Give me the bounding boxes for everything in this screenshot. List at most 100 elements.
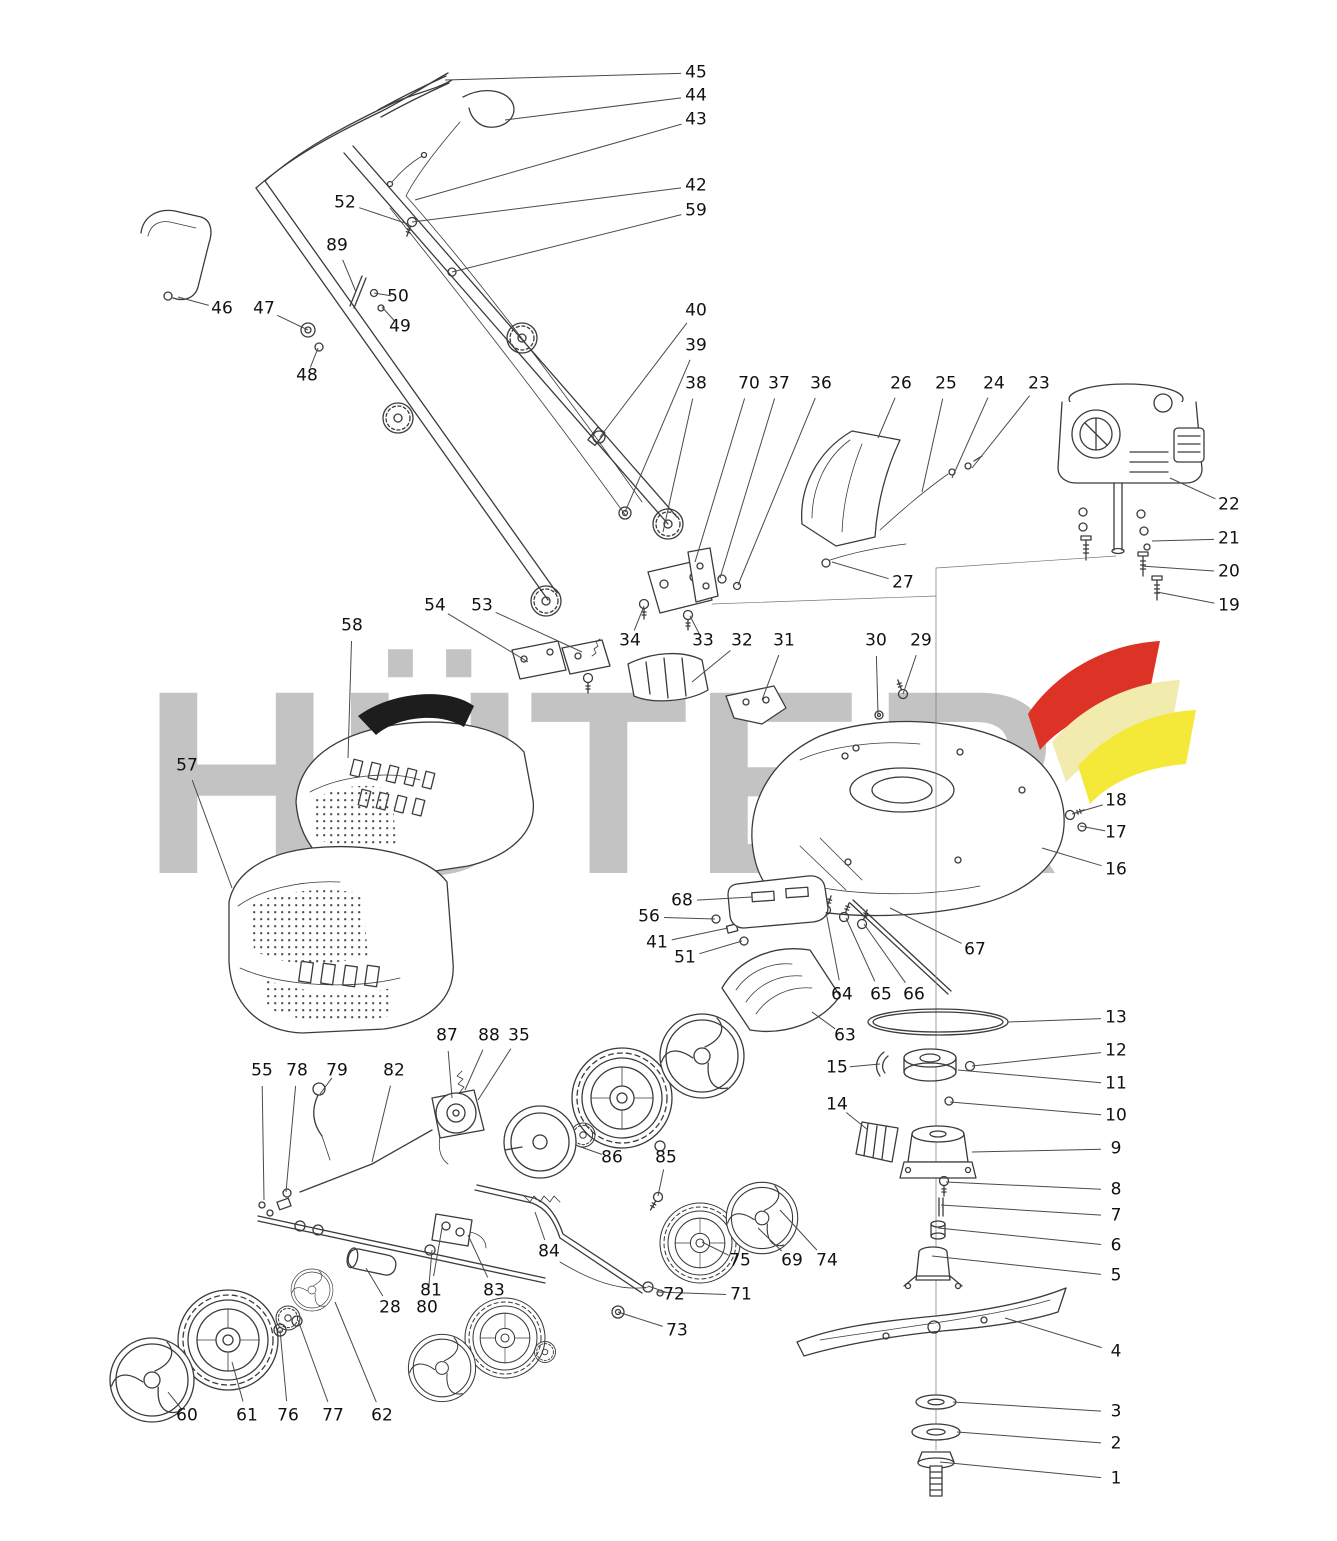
part-label-35: 35 bbox=[508, 1025, 530, 1046]
leader-line-71 bbox=[657, 1291, 727, 1295]
engine-shroud bbox=[801, 430, 983, 568]
leader-line-58 bbox=[347, 640, 352, 759]
part-label-11: 11 bbox=[1105, 1073, 1127, 1094]
leader-line-21 bbox=[1151, 538, 1215, 542]
handle-grip bbox=[462, 90, 515, 128]
leader-line-27 bbox=[831, 561, 889, 580]
handlebar-assembly bbox=[140, 72, 742, 631]
part-label-32: 32 bbox=[731, 630, 753, 651]
part-label-36: 36 bbox=[810, 373, 832, 394]
aux-handle bbox=[140, 209, 212, 301]
control-cable bbox=[405, 121, 643, 503]
part-label-1: 1 bbox=[1110, 1468, 1122, 1489]
leader-line-8 bbox=[945, 1181, 1102, 1190]
part-label-67: 67 bbox=[964, 939, 986, 960]
part-label-24: 24 bbox=[983, 373, 1005, 394]
leader-line-25 bbox=[921, 398, 944, 493]
leader-line-79 bbox=[319, 1077, 333, 1095]
part-label-15: 15 bbox=[826, 1057, 848, 1078]
part-label-86: 86 bbox=[601, 1147, 623, 1168]
leader-line-2 bbox=[956, 1431, 1102, 1444]
part-label-47: 47 bbox=[253, 298, 275, 319]
part-label-64: 64 bbox=[831, 984, 853, 1005]
part-label-38: 38 bbox=[685, 373, 707, 394]
part-label-22: 22 bbox=[1218, 494, 1240, 515]
part-label-44: 44 bbox=[685, 85, 707, 106]
leader-line-69 bbox=[757, 1227, 783, 1252]
leader-line-36 bbox=[737, 397, 816, 586]
part-label-51: 51 bbox=[674, 947, 696, 968]
part-label-52: 52 bbox=[334, 192, 356, 213]
leader-line-30 bbox=[875, 655, 879, 715]
leader-line-15 bbox=[849, 1063, 881, 1068]
leader-line-56 bbox=[663, 917, 716, 920]
part-label-50: 50 bbox=[387, 286, 409, 307]
part-label-53: 53 bbox=[471, 595, 493, 616]
part-label-84: 84 bbox=[538, 1241, 560, 1262]
leader-line-11 bbox=[957, 1069, 1102, 1084]
part-label-63: 63 bbox=[834, 1025, 856, 1046]
leader-line-39 bbox=[624, 359, 691, 513]
part-label-12: 12 bbox=[1105, 1040, 1127, 1061]
part-label-34: 34 bbox=[619, 630, 641, 651]
logo-yellow-band bbox=[1078, 710, 1196, 804]
leader-line-75 bbox=[701, 1241, 729, 1256]
leader-line-73 bbox=[617, 1311, 663, 1327]
part-label-4: 4 bbox=[1110, 1341, 1122, 1362]
leader-line-87 bbox=[447, 1050, 453, 1099]
leader-line-46 bbox=[177, 296, 209, 306]
blade-spindle-column bbox=[711, 555, 1117, 1497]
part-label-75: 75 bbox=[729, 1250, 751, 1271]
part-label-29: 29 bbox=[910, 630, 932, 651]
leader-line-53 bbox=[495, 611, 583, 653]
leader-line-59 bbox=[451, 214, 682, 273]
leader-line-51 bbox=[699, 940, 743, 955]
part-label-46: 46 bbox=[211, 298, 233, 319]
cover-handle bbox=[358, 694, 474, 735]
part-label-49: 49 bbox=[389, 316, 411, 337]
part-label-5: 5 bbox=[1110, 1265, 1122, 1286]
leader-line-67 bbox=[889, 907, 962, 944]
leader-line-37 bbox=[719, 398, 776, 579]
part-label-2: 2 bbox=[1110, 1433, 1122, 1454]
leader-line-20 bbox=[1141, 565, 1215, 572]
part-label-81: 81 bbox=[420, 1280, 442, 1301]
part-label-61: 61 bbox=[236, 1405, 258, 1426]
part-label-48: 48 bbox=[296, 365, 318, 386]
leader-line-61 bbox=[231, 1361, 244, 1402]
part-label-37: 37 bbox=[768, 373, 790, 394]
leader-line-88 bbox=[464, 1049, 484, 1091]
part-label-72: 72 bbox=[663, 1284, 685, 1305]
leader-line-42 bbox=[411, 187, 682, 223]
engine bbox=[1057, 383, 1205, 601]
leader-line-62 bbox=[334, 1301, 377, 1403]
leader-line-65 bbox=[845, 917, 876, 982]
part-label-43: 43 bbox=[685, 109, 707, 130]
part-label-88: 88 bbox=[478, 1025, 500, 1046]
leader-line-19 bbox=[1156, 591, 1215, 604]
leader-line-54 bbox=[447, 613, 529, 663]
leader-line-76 bbox=[279, 1329, 288, 1402]
part-label-62: 62 bbox=[371, 1405, 393, 1426]
leader-line-63 bbox=[811, 1011, 836, 1030]
part-label-55: 55 bbox=[251, 1060, 273, 1081]
part-label-14: 14 bbox=[826, 1094, 848, 1115]
leader-line-7 bbox=[940, 1204, 1102, 1216]
part-label-82: 82 bbox=[383, 1060, 405, 1081]
leader-line-66 bbox=[863, 923, 906, 983]
deflectors-brackets bbox=[511, 638, 787, 725]
part-label-45: 45 bbox=[685, 62, 707, 83]
part-label-74: 74 bbox=[816, 1250, 838, 1271]
part-label-42: 42 bbox=[685, 175, 707, 196]
leader-line-9 bbox=[971, 1148, 1102, 1153]
wheels bbox=[108, 1013, 799, 1423]
part-label-69: 69 bbox=[781, 1250, 803, 1271]
leader-line-22 bbox=[1169, 477, 1216, 500]
part-label-10: 10 bbox=[1105, 1105, 1127, 1126]
leader-line-3 bbox=[952, 1401, 1102, 1412]
part-label-9: 9 bbox=[1110, 1138, 1122, 1159]
leader-line-74 bbox=[779, 1209, 818, 1251]
leader-line-85 bbox=[657, 1169, 665, 1197]
leader-line-17 bbox=[1079, 825, 1106, 832]
